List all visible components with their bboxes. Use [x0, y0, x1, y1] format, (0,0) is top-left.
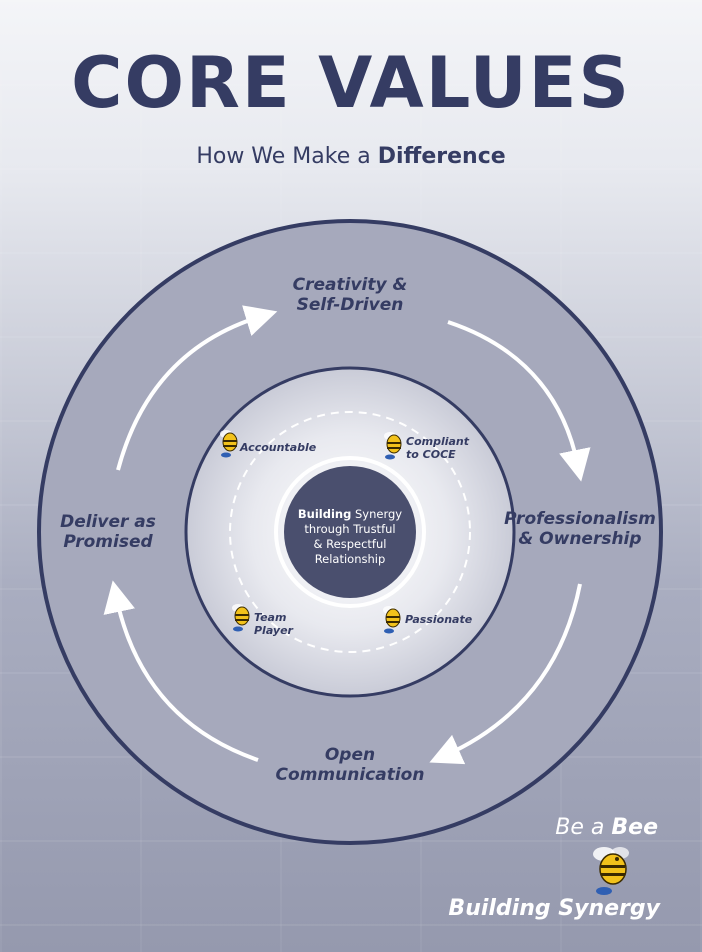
inner-value-team-line2: Player — [254, 623, 293, 637]
value-creativity: Creativity & Self-Driven — [270, 275, 430, 316]
subtitle-prefix: How We Make a — [196, 144, 371, 169]
inner-value-team-line1: Team — [254, 611, 287, 624]
bee-icon — [593, 847, 629, 895]
value-open-communication-line1: Open — [324, 745, 376, 765]
value-professionalism: Professionalism & Ownership — [502, 509, 658, 550]
arrow-bottom-to-left — [103, 580, 259, 762]
page-subtitle: How We Make a Difference — [0, 144, 702, 169]
bee-icon — [232, 604, 250, 632]
value-creativity-line2: Self-Driven — [296, 295, 404, 316]
brand-tagline-bold: Bee — [611, 815, 658, 840]
inner-value-compliant-line2: to COCE — [406, 447, 456, 461]
subtitle-bold: Difference — [377, 144, 506, 169]
value-open-communication-line2: Communication — [275, 765, 425, 786]
bee-icon — [220, 430, 238, 458]
center-statement: Building Synergy through Trustful & Resp… — [282, 507, 418, 567]
value-deliver-as-promised: Deliver as Promised — [50, 512, 166, 553]
value-open-communication: Open Communication — [262, 745, 438, 786]
value-professionalism-line2: & Ownership — [518, 529, 642, 550]
inner-value-passionate: Passionate — [405, 613, 473, 626]
brand-tagline-prefix: Be a — [555, 815, 605, 840]
value-creativity-line1: Creativity & — [292, 275, 408, 295]
inner-value-compliant: Compliant to COCE — [406, 435, 476, 461]
center-line1-rest: Synergy — [354, 507, 403, 521]
bee-icon — [384, 432, 402, 460]
dashed-ring — [229, 411, 471, 653]
center-bold-word: Building — [297, 507, 352, 521]
page-title: CORE VALUES — [71, 42, 631, 124]
center-line4: Relationship — [314, 551, 386, 566]
center-line2: through Trustful — [304, 521, 396, 536]
brand-tagline: Be a Bee — [430, 815, 658, 840]
inner-value-accountable: Accountable — [240, 441, 317, 454]
bee-icon — [383, 606, 401, 634]
center-halo — [274, 456, 426, 608]
center-line1: Building Synergy — [282, 507, 418, 522]
center-line3: & Respectful — [313, 536, 387, 551]
inner-value-compliant-line1: Compliant — [406, 435, 470, 448]
center-disc — [284, 466, 416, 598]
inner-value-team-player: Team Player — [254, 611, 314, 637]
value-deliver-line2: Promised — [63, 532, 153, 553]
value-deliver-line1: Deliver as — [60, 512, 156, 532]
brand-name: Building Synergy — [448, 896, 660, 921]
value-professionalism-line1: Professionalism — [504, 509, 656, 529]
arrow-left-to-top — [116, 305, 278, 471]
arrow-top-to-right — [447, 320, 591, 482]
arrow-right-to-bottom — [429, 583, 582, 765]
